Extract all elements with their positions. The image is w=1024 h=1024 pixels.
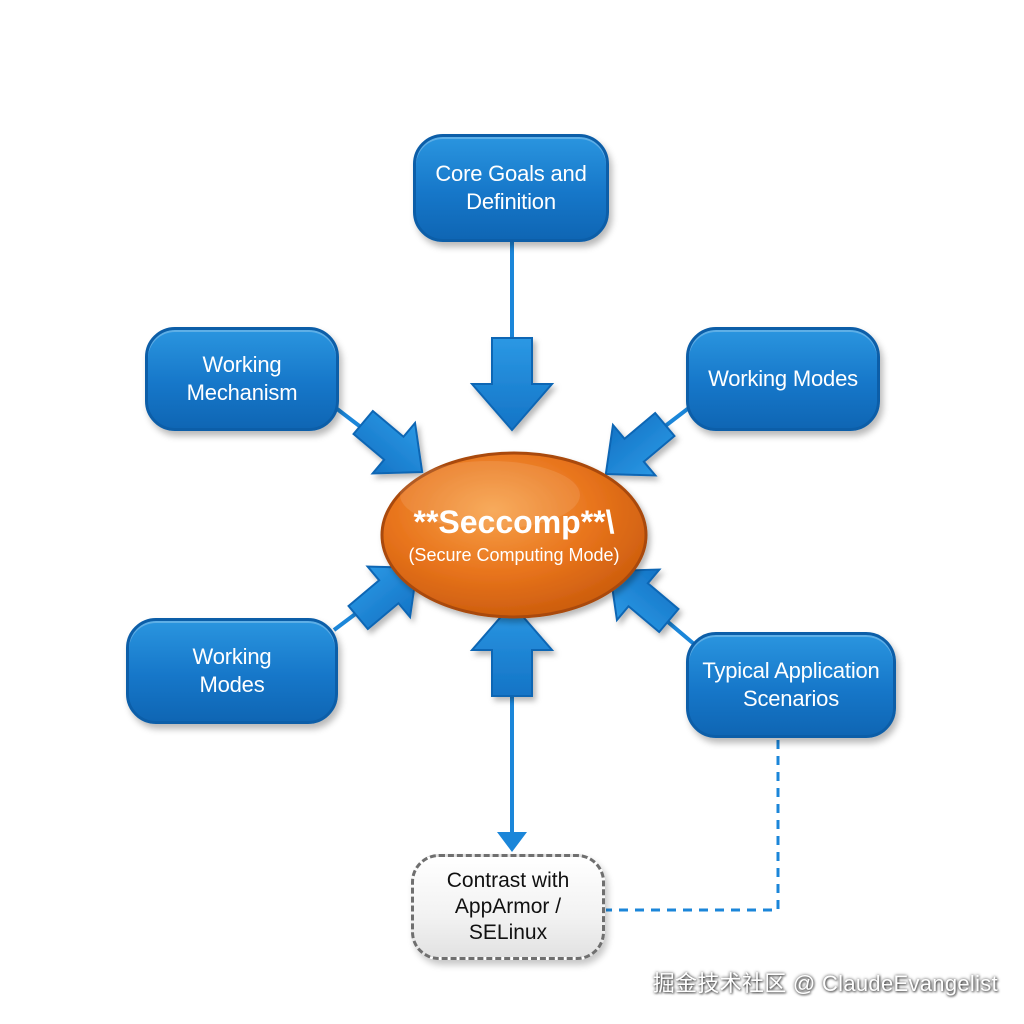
block-arrow-top: [469, 337, 555, 432]
node-typical-scenarios-label: Typical Application Scenarios: [702, 658, 880, 711]
arrowhead-to-contrast: [497, 832, 527, 852]
node-core-goals-label: Core Goals and Definition: [435, 161, 587, 214]
watermark: 掘金技术社区 @ ClaudeEvangelist: [652, 971, 998, 996]
node-working-modes-right: Working Modes: [686, 327, 880, 431]
node-working-mechanism-label: Working Mechanism: [186, 352, 298, 405]
node-working-modes-right-label: Working Modes: [708, 366, 858, 391]
node-working-mechanism: Working Mechanism: [145, 327, 339, 431]
block-arrow-upper-left: [352, 409, 424, 475]
node-contrast: Contrast with AppArmor / SELinux: [411, 854, 605, 960]
block-arrow-bottom: [469, 602, 555, 697]
center-ellipse: [380, 451, 648, 619]
dashed-connector: [606, 740, 780, 912]
node-typical-scenarios: Typical Application Scenarios: [686, 632, 896, 738]
center-ellipse-highlight: [400, 461, 580, 529]
node-core-goals: Core Goals and Definition: [413, 134, 609, 242]
node-working-modes-left-label: Working Modes: [192, 644, 272, 697]
node-working-modes-left: Working Modes: [126, 618, 338, 724]
block-arrow-lower-left: [347, 565, 419, 631]
connector-lower-right: [666, 620, 696, 646]
node-contrast-label: Contrast with AppArmor / SELinux: [446, 869, 570, 944]
block-arrow-upper-right: [604, 411, 676, 477]
connector-lower-left: [332, 610, 360, 632]
